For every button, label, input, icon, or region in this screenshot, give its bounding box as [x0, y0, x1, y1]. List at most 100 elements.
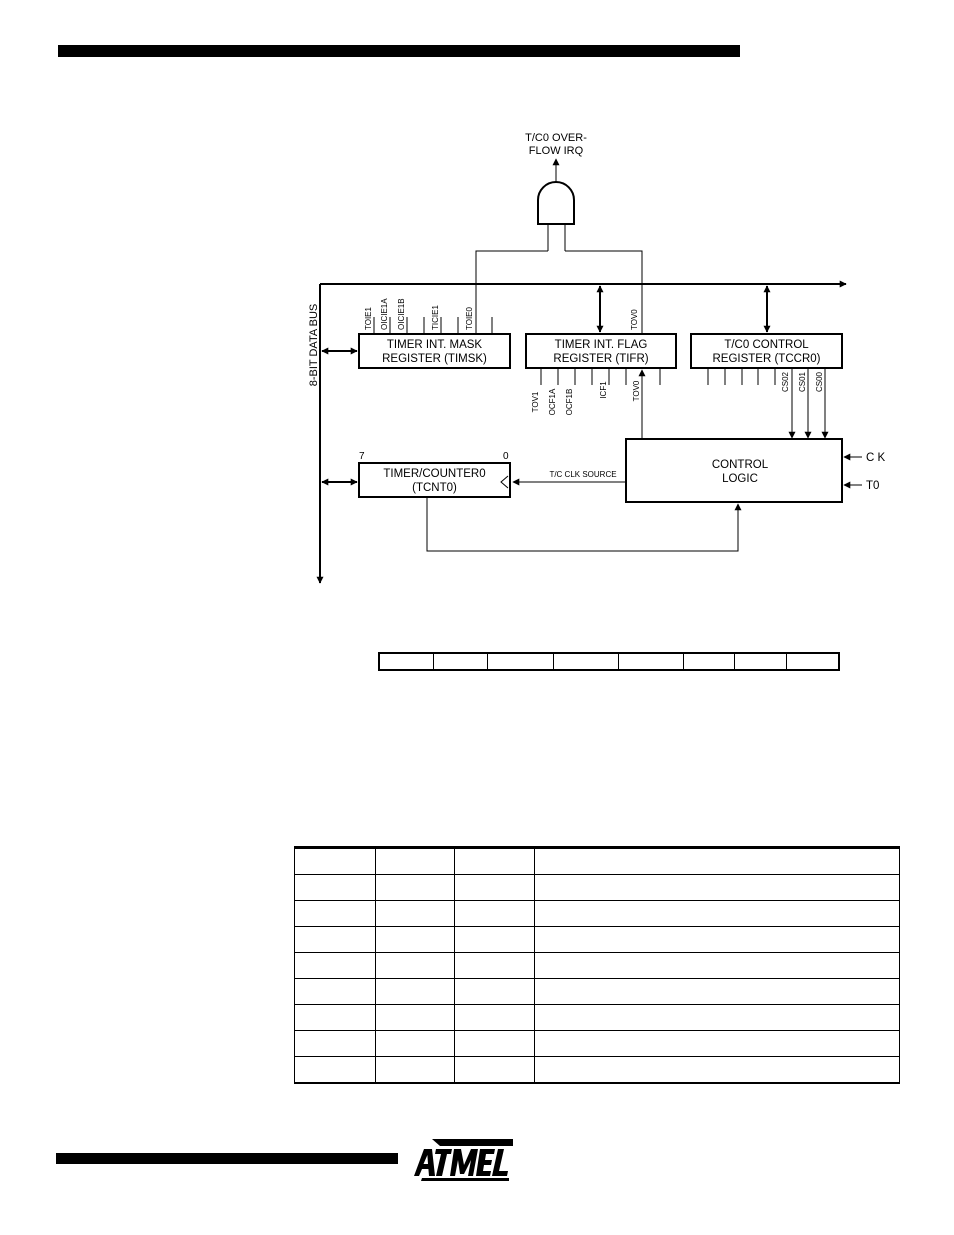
timsk-bit-oicie1b: OICIE1B [397, 298, 406, 330]
table-cell [534, 874, 900, 901]
clock-select-table [294, 846, 900, 1084]
table-cell [454, 978, 535, 1005]
irq-label-line1: T/C0 OVER- [525, 132, 587, 144]
table-cell [375, 1004, 455, 1031]
table-cell [454, 952, 535, 979]
table-header-row [294, 846, 900, 875]
tcnt0-register: 7 0 TIMER/COUNTER0 (TCNT0) [358, 451, 511, 498]
footer-rule [56, 1153, 398, 1164]
timsk-label-line1: TIMER INT. MASK [387, 339, 483, 351]
table-cell [534, 1056, 900, 1084]
tcnt0-label-line1: TIMER/COUNTER0 [383, 468, 485, 480]
tifr-bit-icf1: ICF1 [599, 381, 608, 399]
table-cell [294, 978, 376, 1005]
input-ck-label: C K [866, 452, 886, 464]
timsk-bit-toie1: TOIE1 [364, 306, 373, 330]
register-bit-cell [486, 652, 554, 671]
table-row [294, 874, 900, 901]
tifr-bit-ocf1a: OCF1A [548, 388, 557, 415]
table-cell [534, 846, 900, 875]
control-logic-line2: LOGIC [722, 473, 758, 485]
and-gate [537, 181, 575, 225]
timer-counter0-block-diagram: T/C0 OVER- FLOW IRQ 8-BIT DATA BUS TOIE1… [308, 132, 886, 584]
table-cell [454, 900, 535, 927]
table-row [294, 1030, 900, 1057]
table-cell [454, 1056, 535, 1084]
table-cell [294, 926, 376, 953]
table-cell [375, 874, 455, 901]
data-bus-label: 8-BIT DATA BUS [308, 304, 320, 387]
table-row [294, 978, 900, 1005]
table-cell [375, 1030, 455, 1057]
header-rule [58, 45, 740, 57]
timsk-bit-ticie1: TICIE1 [431, 305, 440, 330]
tifr-label-line1: TIMER INT. FLAG [555, 339, 648, 351]
table-cell [375, 926, 455, 953]
table-row [294, 926, 900, 953]
table-cell [454, 874, 535, 901]
table-cell [294, 1056, 376, 1084]
table-cell [294, 1004, 376, 1031]
tifr-bit-ocf1b: OCF1B [565, 389, 574, 416]
tifr-register: TOV0 TIMER INT. FLAG REGISTER (TIFR) TOV… [525, 309, 677, 416]
register-bit-cell [432, 652, 488, 671]
register-bit-cell [552, 652, 619, 671]
atmel-logo [414, 1139, 513, 1181]
tcnt0-lsb: 0 [503, 451, 509, 462]
timsk-label-line2: REGISTER (TIMSK) [382, 353, 487, 365]
register-bit-cell [682, 652, 735, 671]
table-cell [294, 846, 376, 875]
register-bit-cell [733, 652, 787, 671]
feedback-line [426, 497, 742, 552]
control-logic-line1: CONTROL [712, 459, 769, 471]
timsk-register: TOIE1 OICIE1A OICIE1B TICIE1 TOIE0 TIMER… [358, 298, 511, 369]
timsk-bit-toie0: TOIE0 [465, 306, 474, 330]
tifr-top-bit-tov0: TOV0 [630, 309, 639, 330]
table-cell [454, 1004, 535, 1031]
table-cell [375, 1056, 455, 1084]
register-bit-cell [785, 652, 840, 671]
register-bit-table [378, 652, 840, 671]
register-bit-cell [378, 652, 434, 671]
tccr0-label-line2: REGISTER (TCCR0) [713, 353, 821, 365]
register-bit-cell [617, 652, 684, 671]
timsk-bit-oicie1a: OICIE1A [380, 298, 389, 330]
table-cell [534, 900, 900, 927]
tccr0-label-line1: T/C0 CONTROL [724, 339, 809, 351]
clock-input-symbol [500, 475, 509, 489]
table-cell [375, 952, 455, 979]
table-cell [454, 846, 535, 875]
table-cell [294, 900, 376, 927]
table-cell [534, 926, 900, 953]
table-cell [294, 874, 376, 901]
irq-label-line2: FLOW IRQ [529, 145, 584, 157]
tccr0-register: T/C0 CONTROL REGISTER (TCCR0) CS02 CS01 … [690, 333, 843, 439]
tifr-bit-tov1: TOV1 [531, 391, 540, 412]
tcnt0-msb: 7 [359, 451, 365, 462]
table-cell [375, 846, 455, 875]
table-cell [534, 1030, 900, 1057]
toie0-wire [475, 250, 548, 334]
tifr-label-line2: REGISTER (TIFR) [553, 353, 648, 365]
table-cell [454, 1030, 535, 1057]
table-cell [534, 952, 900, 979]
table-row [294, 952, 900, 979]
table-cell [294, 1030, 376, 1057]
table-row [294, 1056, 900, 1084]
clk-source-label: T/C CLK SOURCE [549, 470, 616, 479]
table-cell [375, 978, 455, 1005]
table-cell [294, 952, 376, 979]
tifr-bit-tov0: TOV0 [632, 380, 641, 401]
tccr0-bit-cs02: CS02 [781, 371, 790, 392]
table-cell [534, 1004, 900, 1031]
tov0-wire [565, 250, 643, 334]
tcnt0-label-line2: (TCNT0) [412, 482, 457, 494]
table-cell [534, 978, 900, 1005]
input-t0-label: T0 [866, 480, 879, 492]
table-row [294, 1004, 900, 1031]
tccr0-bit-cs01: CS01 [798, 371, 807, 392]
table-cell [375, 900, 455, 927]
control-logic-block: CONTROL LOGIC C K T0 [625, 369, 886, 503]
table-cell [454, 926, 535, 953]
table-row [294, 900, 900, 927]
